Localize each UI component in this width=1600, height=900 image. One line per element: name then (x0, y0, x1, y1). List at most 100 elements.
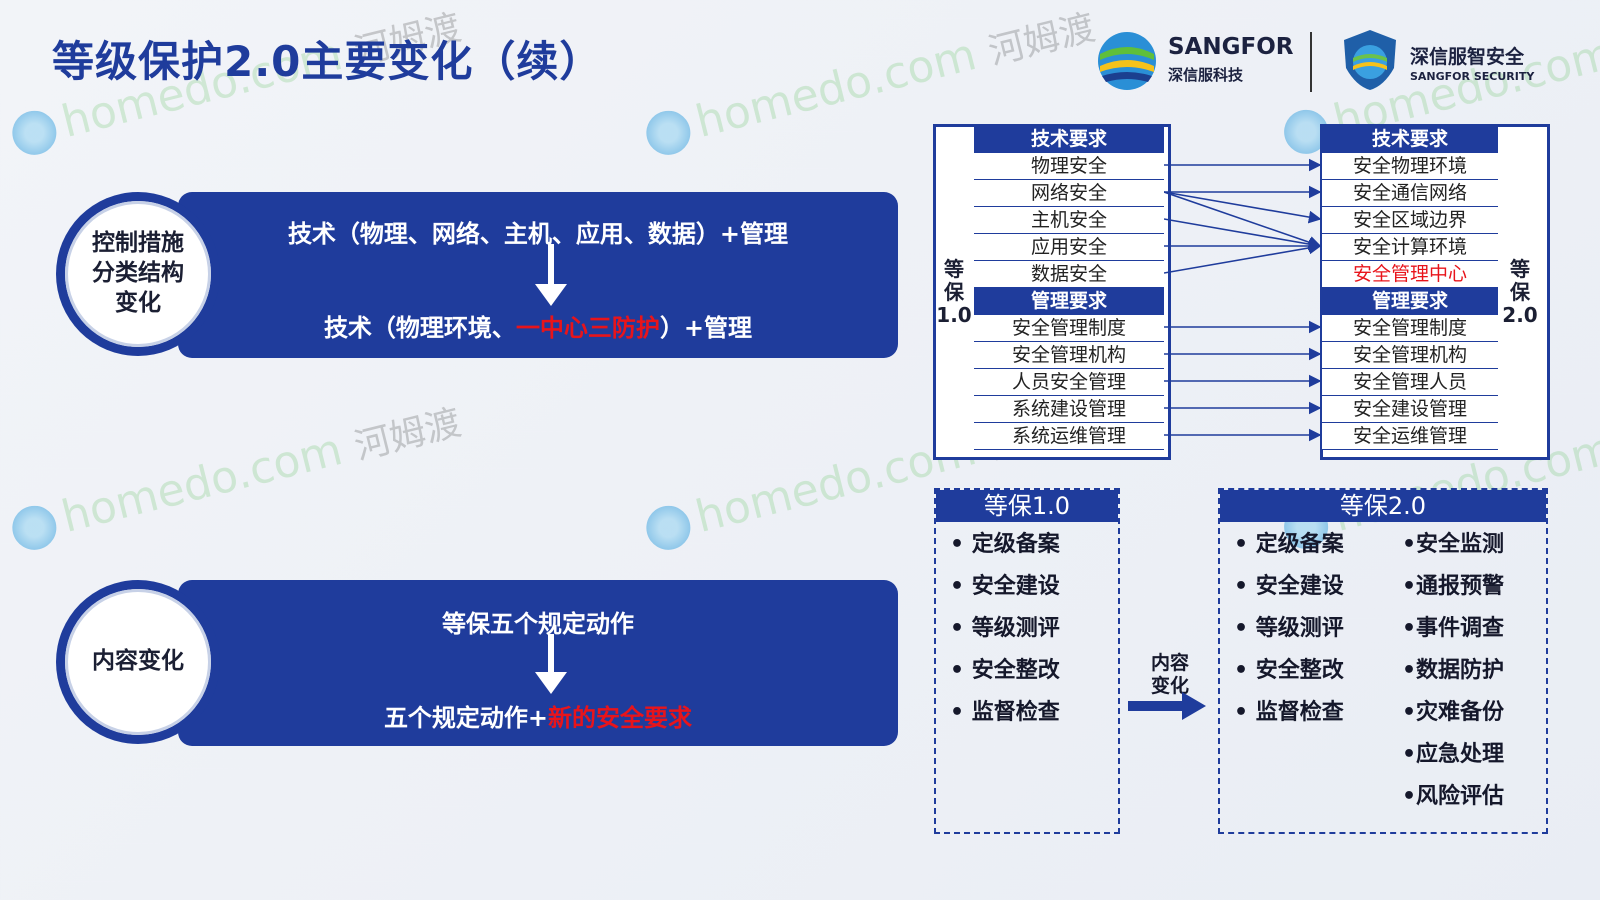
requirement-item: 应用安全 (974, 234, 1164, 261)
arrow-group (1164, 158, 1322, 442)
action-item: • 等级测评 (1234, 610, 1344, 642)
action-item-text: •应急处理 (1402, 742, 1505, 767)
action-item-text: •事件调查 (1402, 616, 1505, 641)
action-item-text: 监督检查 (1255, 700, 1344, 725)
action-item: • 安全整改 (1234, 652, 1344, 684)
action-item: • 定级备案 (1234, 526, 1344, 558)
action-item-text: 等级测评 (1255, 616, 1344, 641)
action-item-text: 安全整改 (971, 658, 1060, 683)
action-item-text: •灾难备份 (1402, 700, 1505, 725)
action-item: • 定级备案 (950, 526, 1060, 558)
action-item-text: 安全建设 (971, 574, 1060, 599)
category-header: 管理要求 (974, 288, 1164, 315)
bullet-icon: • (1234, 616, 1256, 641)
action-item-text: •安全监测 (1402, 532, 1505, 557)
flower-icon (641, 501, 696, 555)
bullet-icon: • (1234, 574, 1256, 599)
watermark-text: homedo.com (56, 424, 348, 543)
flower-icon (7, 501, 62, 555)
structure-change-badge: 控制措施 分类结构 变化 (56, 192, 220, 356)
line2-highlight: 一中心三防护 (515, 314, 660, 342)
watermark-cn: 河姆渡 (984, 7, 1100, 74)
sangfor-name: SANGFOR (1168, 34, 1294, 60)
globe-icon (1098, 32, 1156, 90)
line2-highlight: 新的安全要求 (548, 704, 693, 732)
page-title: 等级保护2.0主要变化（续） (52, 37, 603, 86)
bullet-icon: • (1234, 658, 1256, 683)
line2-prefix: 技术（物理环境、 (323, 314, 516, 342)
action-item: •应急处理 (1402, 736, 1504, 768)
requirement-item: 安全通信网络 (1322, 180, 1498, 207)
action-item: •安全监测 (1402, 526, 1504, 558)
bullet-icon: • (950, 700, 972, 725)
requirement-item: 安全运维管理 (1322, 423, 1498, 450)
bullet-icon: • (950, 616, 972, 641)
logo-divider (1310, 32, 1312, 92)
banner-line-2: 技术（物理环境、一中心三防护）+管理 (178, 308, 898, 343)
action-item: • 监督检查 (950, 694, 1060, 726)
requirement-item: 人员安全管理 (974, 369, 1164, 396)
badge-label: 内容变化 (65, 589, 211, 735)
security-en: SANGFOR SECURITY (1410, 70, 1535, 83)
dengbao-1-label: 等 保 1.0 (936, 257, 972, 327)
action-item-text: 监督检查 (971, 700, 1060, 725)
down-arrow-icon (535, 244, 567, 306)
action-item: • 安全整改 (950, 652, 1060, 684)
dengbao-2-list: 技术要求安全物理环境安全通信网络安全区域边界安全计算环境安全管理中心管理要求安全… (1322, 126, 1498, 450)
requirement-item: 安全区域边界 (1322, 207, 1498, 234)
action-item: •通报预警 (1402, 568, 1504, 600)
action-item: • 安全建设 (1234, 568, 1344, 600)
requirement-item: 安全建设管理 (1322, 396, 1498, 423)
arrow-host (1164, 218, 1322, 251)
line2-prefix: 五个规定动作+ (383, 704, 549, 732)
category-header: 管理要求 (1322, 288, 1498, 315)
action-item-text: 定级备案 (1255, 532, 1344, 557)
bullet-icon: • (1234, 532, 1256, 557)
mapping-arrows (1164, 158, 1322, 442)
requirement-item: 安全管理中心 (1322, 261, 1498, 288)
requirement-item: 网络安全 (974, 180, 1164, 207)
dengbao-2-actions-box: 等保2.0 • 定级备案• 安全建设• 等级测评• 安全整改• 监督检查 •安全… (1218, 488, 1548, 834)
arrow-network-boundary (1164, 191, 1322, 224)
watermark-cn: 河姆渡 (350, 402, 466, 469)
banner-line-1: 技术（物理、网络、主机、应用、数据）+管理 (287, 220, 789, 248)
bullet-icon: • (950, 532, 972, 557)
requirement-item: 物理安全 (974, 153, 1164, 180)
dengbao-1-actions-box: 等保1.0 • 定级备案• 安全建设• 等级测评• 安全整改• 监督检查 (934, 488, 1120, 834)
action-item-text: 安全整改 (1255, 658, 1344, 683)
action-item: •灾难备份 (1402, 694, 1504, 726)
category-header: 技术要求 (1322, 126, 1498, 153)
action-item: •数据防护 (1402, 652, 1504, 684)
requirement-item: 安全计算环境 (1322, 234, 1498, 261)
flower-icon (7, 106, 62, 160)
dengbao-1-list: 技术要求物理安全网络安全主机安全应用安全数据安全管理要求安全管理制度安全管理机构… (974, 126, 1164, 450)
content-change-label: 内容 变化 (1150, 652, 1189, 697)
action-item: • 等级测评 (950, 610, 1060, 642)
box-title: 等保1.0 (936, 490, 1118, 522)
requirement-item: 系统运维管理 (974, 423, 1164, 450)
line2-suffix: ）+管理 (659, 314, 753, 342)
content-change-banner: 等保五个规定动作 五个规定动作+新的安全要求 (178, 580, 898, 746)
requirement-item: 安全管理机构 (1322, 342, 1498, 369)
action-item: •事件调查 (1402, 610, 1504, 642)
action-item: • 安全建设 (950, 568, 1060, 600)
security-cn: 深信服智安全 (1410, 46, 1525, 68)
banner-line-2: 五个规定动作+新的安全要求 (178, 698, 898, 733)
action-item-text: •数据防护 (1402, 658, 1505, 683)
action-item-text: 安全建设 (1255, 574, 1344, 599)
flower-icon (641, 106, 696, 160)
arrow-network-compute (1164, 191, 1322, 249)
action-item-text: •风险评估 (1402, 784, 1505, 809)
action-item: • 监督检查 (1234, 694, 1344, 726)
shield-icon (1344, 30, 1396, 90)
down-arrow-icon (535, 634, 567, 694)
banner-line-1: 等保五个规定动作 (442, 610, 634, 638)
structure-change-banner: 技术（物理、网络、主机、应用、数据）+管理 技术（物理环境、一中心三防护）+管理 (178, 192, 898, 358)
action-item-text: 等级测评 (971, 616, 1060, 641)
bullet-icon: • (1234, 700, 1256, 725)
badge-label: 控制措施 分类结构 变化 (65, 201, 211, 347)
sangfor-cn: 深信服科技 (1168, 66, 1244, 84)
requirement-item: 数据安全 (974, 261, 1164, 288)
dengbao-2-label: 等 保 2.0 (1502, 257, 1538, 327)
action-item: •风险评估 (1402, 778, 1504, 810)
